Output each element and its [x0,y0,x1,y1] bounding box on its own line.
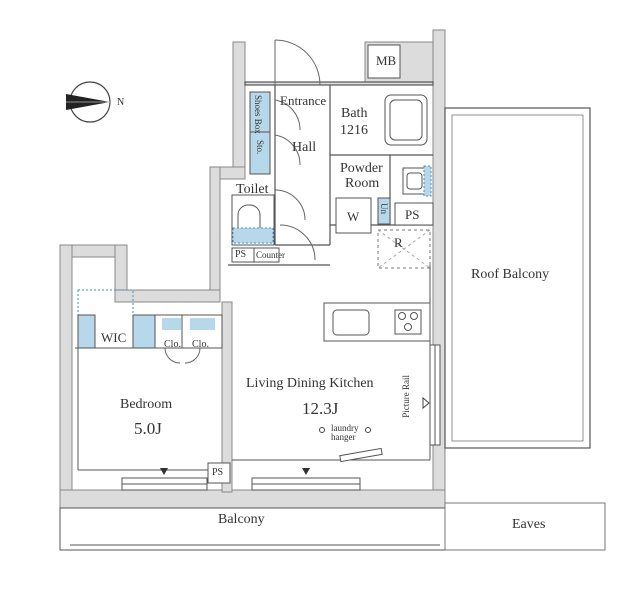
ps-upper-label: PS [405,207,420,222]
clo-label-2: Clo. [192,339,209,350]
north-label: N [117,97,125,108]
hall-label: Hall [292,140,317,155]
compass-icon [66,81,111,123]
powder-room-label-2: Room [345,176,380,191]
ldk-size-label: 12.3J [302,399,339,418]
balcony-label: Balcony [218,512,265,527]
counter-label: Counter [256,250,285,260]
laundry-hanger-label-1: laundry [331,423,359,433]
mb-label: MB [376,53,397,68]
un-label: Un [379,203,389,214]
ps-bottom-label: PS [212,467,224,478]
bedroom-label: Bedroom [120,397,173,412]
powder-room-label-1: Powder [340,161,383,176]
picture-rail-label: Picture Rail [401,375,411,418]
bath-label: Bath [341,106,368,121]
sto-label: Sto. [255,140,265,155]
laundry-hanger-label-2: hanger [331,432,356,442]
bedroom-size-label: 5.0J [134,419,162,438]
roof-balcony-label: Roof Balcony [471,267,550,282]
wic-label: WIC [101,330,127,345]
entrance-label: Entrance [280,93,327,108]
eaves-label: Eaves [512,517,546,532]
washer-label: W [347,209,360,224]
ps-toilet-label: PS [235,249,247,260]
clo-label-1: Clo. [164,339,181,350]
refrigerator-label: R [394,235,403,250]
bath-size-label: 1216 [340,123,368,138]
ldk-label: Living Dining Kitchen [246,376,374,391]
shoes-box-label: Shoes Box [253,95,263,134]
toilet-label: Toilet [236,182,269,197]
